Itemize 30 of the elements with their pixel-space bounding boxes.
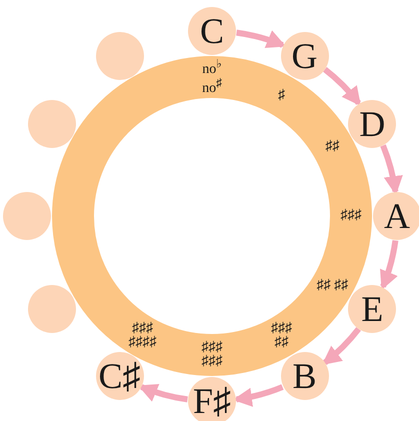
note-circle xyxy=(373,192,419,240)
note-name: C♯ xyxy=(98,358,140,394)
key-signature-label: ♯♯♯ ♯♯♯ xyxy=(200,341,224,369)
note-name: F♯ xyxy=(192,383,232,419)
arrow xyxy=(236,30,286,49)
note-name: E xyxy=(361,290,384,326)
note-circle xyxy=(188,377,236,421)
note-circle xyxy=(188,7,236,55)
arrow xyxy=(379,240,398,290)
note-name: C xyxy=(200,13,224,49)
note-name: G xyxy=(292,38,318,74)
note-name: B xyxy=(292,358,316,394)
key-signature-label: no$^{♭}$ no$^{♯}$ xyxy=(201,58,223,96)
note-circle xyxy=(280,352,328,400)
key-signature-label: ♯ xyxy=(277,88,286,103)
arrow xyxy=(322,327,361,366)
note-circle xyxy=(280,32,328,80)
note-circle xyxy=(348,100,396,148)
key-signature-label: ♯♯ xyxy=(324,140,340,154)
arrow xyxy=(138,383,188,402)
note-circle xyxy=(348,284,396,332)
note-name: D xyxy=(359,106,386,142)
key-signature-label: ♯♯♯ xyxy=(340,209,362,223)
key-signature-label: ♯♯♯ ♯♯♯♯ xyxy=(128,322,158,350)
key-signature-label: ♯♯♯ ♯♯ xyxy=(270,322,293,350)
key-signature-label: ♯♯ ♯♯ xyxy=(316,278,350,292)
arrow xyxy=(323,67,362,106)
empty-circle xyxy=(3,192,51,240)
note-name: A xyxy=(384,198,410,234)
empty-circle xyxy=(28,284,76,332)
